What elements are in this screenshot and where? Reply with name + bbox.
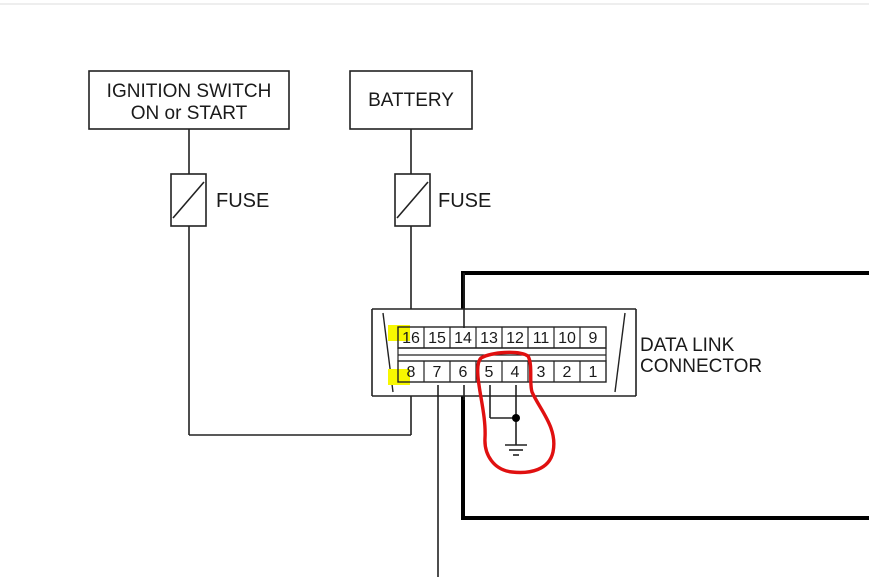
ignition-switch-label-line1: IGNITION SWITCH (107, 81, 272, 102)
fuse-right: FUSE (394, 173, 491, 227)
battery-box: BATTERY (349, 70, 473, 130)
pin-highlight (388, 369, 410, 385)
pin-3-label: 3 (537, 364, 546, 381)
pin-highlight (388, 325, 410, 341)
ground-symbol-icon (505, 444, 527, 456)
pin-11-label: 11 (533, 330, 550, 347)
pin-2-label: 2 (563, 364, 572, 381)
pin-14-label: 14 (454, 330, 472, 347)
battery-label: BATTERY (368, 90, 454, 111)
ignition-switch-box: IGNITION SWITCH ON or START (88, 70, 290, 130)
pin-1-label: 1 (589, 364, 598, 381)
pin-15-label: 15 (428, 330, 446, 347)
pin-6-label: 6 (459, 364, 468, 381)
fuse-left: FUSE (170, 173, 269, 227)
pin-16-label: 16 (402, 330, 420, 347)
pin-4-label: 4 (511, 364, 520, 381)
pin-12-label: 12 (506, 330, 524, 347)
ground-junction-dot (512, 414, 520, 422)
pin-8-label: 8 (407, 364, 416, 381)
fuse-left-label: FUSE (216, 190, 269, 212)
fuse-right-label: FUSE (438, 190, 491, 212)
connector-label-line2: CONNECTOR (640, 356, 762, 377)
pin-9-label: 9 (589, 330, 598, 347)
connector-label-line1: DATA LINK (640, 335, 735, 356)
pin-7-label: 7 (433, 364, 442, 381)
ignition-switch-label-line2: ON or START (131, 103, 248, 124)
ground-circuit (489, 385, 527, 456)
annotation-circle (475, 350, 556, 475)
pin-5-label: 5 (485, 364, 494, 381)
pin-13-label: 13 (480, 330, 498, 347)
pin-10-label: 10 (558, 330, 576, 347)
